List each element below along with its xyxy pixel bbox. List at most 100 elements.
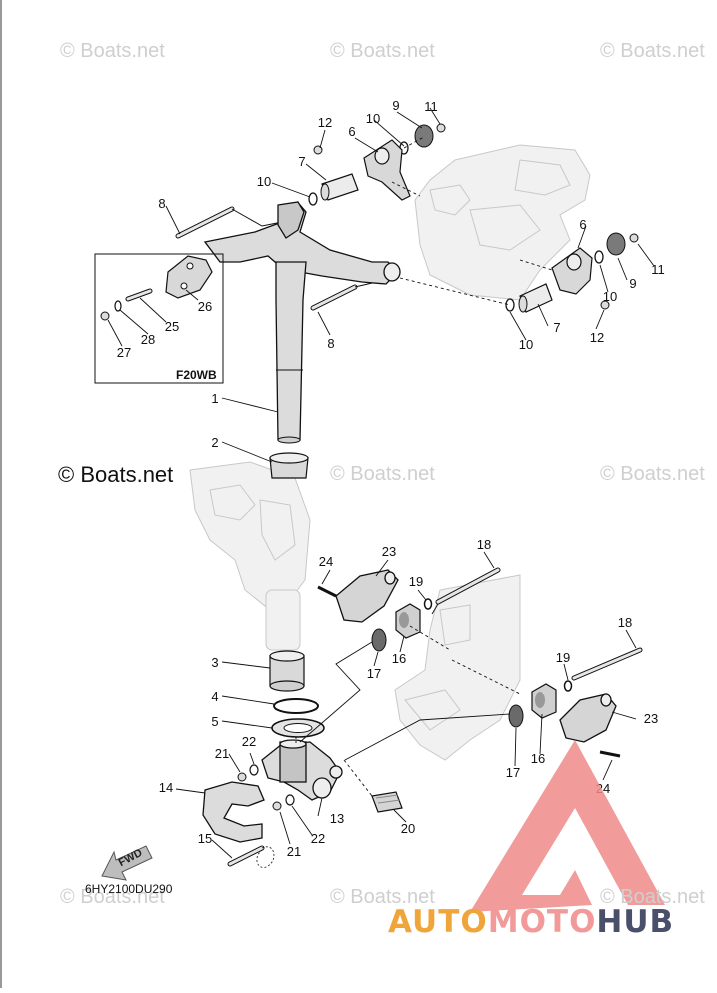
callout: 7 bbox=[298, 154, 305, 169]
part-22-washer-b bbox=[285, 794, 295, 806]
part-steering-bracket bbox=[203, 201, 401, 285]
callout: 10 bbox=[257, 174, 271, 189]
part-18-bolt-a bbox=[435, 567, 501, 605]
fwd-arrow bbox=[101, 845, 153, 881]
part-12-nut-a bbox=[313, 145, 323, 155]
part-7-sleeve-top bbox=[320, 173, 359, 201]
callout: 25 bbox=[165, 319, 179, 334]
callout: 17 bbox=[367, 666, 381, 681]
callout: 10 bbox=[366, 111, 380, 126]
part-10-washer-a bbox=[308, 192, 318, 206]
callout: 18 bbox=[618, 615, 632, 630]
part-7-sleeve-right bbox=[518, 283, 553, 313]
watermark: © Boats.net bbox=[330, 886, 435, 908]
callout: 15 bbox=[198, 831, 212, 846]
part-23-cover-a bbox=[335, 569, 399, 623]
part-15-bolt bbox=[227, 845, 275, 868]
callout: 19 bbox=[409, 574, 423, 589]
watermark: © Boats.net bbox=[330, 463, 435, 485]
callout: 5 bbox=[211, 714, 218, 729]
part-2-bushing bbox=[269, 452, 309, 479]
part-25-bolt bbox=[125, 288, 153, 302]
part-12-nut-b bbox=[600, 300, 610, 310]
callout: 8 bbox=[158, 196, 165, 211]
part-4-o-ring bbox=[273, 698, 319, 714]
callout: 23 bbox=[382, 544, 396, 559]
callout: 10 bbox=[519, 337, 533, 352]
callout: 28 bbox=[141, 332, 155, 347]
part-14-clamp bbox=[202, 781, 265, 843]
watermark: © Boats.net bbox=[60, 40, 165, 62]
callouts: 1 2 3 4 5 6 6 7 7 8 8 9 9 10 10 10 10 11… bbox=[117, 98, 665, 859]
callout: 9 bbox=[629, 276, 636, 291]
part-8-bolt-bottom bbox=[310, 279, 386, 311]
part-13-lower-bracket bbox=[261, 739, 343, 801]
brand-wordmark: AUTOMOTOHUB bbox=[388, 904, 674, 940]
callout: 3 bbox=[211, 655, 218, 670]
callout: 16 bbox=[392, 651, 406, 666]
callout: 24 bbox=[319, 554, 333, 569]
watermark: © Boats.net bbox=[600, 886, 705, 908]
callout: 27 bbox=[117, 345, 131, 360]
ghost-bracket bbox=[189, 461, 311, 651]
inset-frame bbox=[94, 253, 224, 384]
callout: 12 bbox=[318, 115, 332, 130]
callout: 12 bbox=[590, 330, 604, 345]
callout: 17 bbox=[506, 765, 520, 780]
part-3-bushing bbox=[269, 650, 305, 692]
callout: 11 bbox=[651, 262, 665, 277]
callout: 8 bbox=[327, 336, 334, 351]
part-6-mount-right bbox=[551, 247, 593, 295]
callout: 4 bbox=[211, 689, 218, 704]
callout: 13 bbox=[330, 811, 344, 826]
callout: 7 bbox=[553, 320, 560, 335]
part-20-grommet bbox=[371, 791, 403, 813]
callout: 22 bbox=[311, 831, 325, 846]
part-23-cover-b bbox=[559, 693, 617, 743]
part-21-nut-b bbox=[272, 801, 282, 811]
part-17-washer-a bbox=[371, 628, 387, 652]
part-9-cap-b bbox=[606, 232, 626, 256]
part-28-washer bbox=[114, 300, 122, 312]
main-watermark: © Boats.net bbox=[58, 462, 174, 487]
brand-part-2: MOTO bbox=[487, 904, 597, 940]
part-18-bolt-b bbox=[571, 647, 643, 681]
part-10-washer-d bbox=[594, 250, 604, 264]
callout: 14 bbox=[159, 780, 173, 795]
watermark: © Boats.net bbox=[600, 463, 705, 485]
brand-part-3: HUB bbox=[596, 904, 675, 940]
callout: 19 bbox=[556, 650, 570, 665]
callout: 20 bbox=[401, 821, 415, 836]
callout: 6 bbox=[579, 217, 586, 232]
drawing-code: 6HY2100DU290 bbox=[85, 882, 173, 896]
part-8-bolt-top bbox=[175, 206, 283, 239]
part-27-nut bbox=[100, 311, 110, 321]
callout: 26 bbox=[198, 299, 212, 314]
part-24-bolt-b bbox=[599, 750, 621, 758]
callout: 18 bbox=[477, 537, 491, 552]
ghost-engine-block bbox=[414, 144, 591, 301]
callout: 11 bbox=[424, 99, 438, 114]
part-24-bolt-a bbox=[317, 585, 337, 598]
ghost-lower-case bbox=[394, 574, 521, 761]
callout: 1 bbox=[211, 391, 218, 406]
part-17-washer-b bbox=[508, 704, 524, 728]
inset-model-label: F20WB bbox=[176, 368, 217, 382]
callout: 22 bbox=[242, 734, 256, 749]
callout: 9 bbox=[392, 98, 399, 113]
callout: 6 bbox=[348, 124, 355, 139]
leader-lines bbox=[107, 107, 655, 859]
brand-part-1: AUTO bbox=[388, 904, 488, 940]
part-10-washer-c bbox=[505, 298, 515, 312]
watermark: © Boats.net bbox=[330, 40, 435, 62]
part-21-nut-a bbox=[237, 772, 247, 782]
part-26-plate bbox=[165, 255, 213, 299]
part-11-nut-b bbox=[629, 233, 639, 243]
part-1-steering-shaft bbox=[275, 261, 307, 444]
watermark: © Boats.net bbox=[60, 886, 165, 908]
callout: 23 bbox=[644, 711, 658, 726]
callout: 21 bbox=[215, 746, 229, 761]
part-16-mount-b bbox=[531, 683, 557, 719]
callout: 10 bbox=[603, 289, 617, 304]
